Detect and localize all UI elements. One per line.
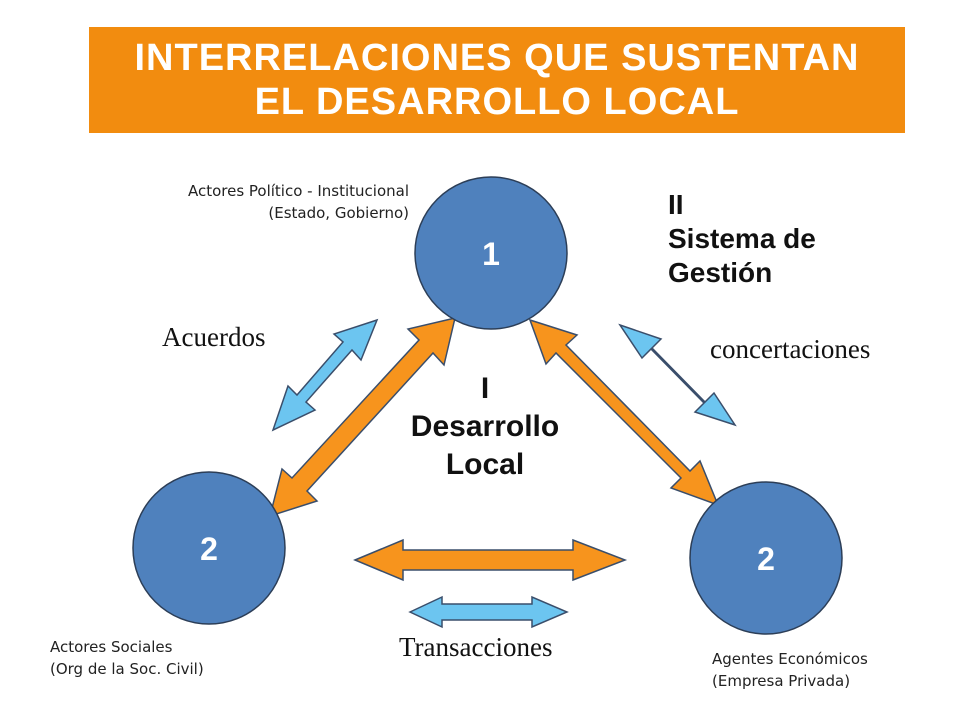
- top-node-caption: Actores Político - Institucional (Estado…: [188, 180, 409, 224]
- top-node-caption-line2: (Estado, Gobierno): [268, 204, 409, 222]
- bottom-right-caption: Agentes Económicos (Empresa Privada): [712, 648, 868, 692]
- node-bottom-left: 2: [132, 471, 286, 625]
- bottom-right-caption-line2: (Empresa Privada): [712, 672, 851, 690]
- arrow-label-transacciones: Transacciones: [399, 632, 553, 662]
- node-top-label: 1: [482, 236, 500, 272]
- arrow-label-concertaciones: concertaciones: [710, 334, 871, 364]
- title-line-1: INTERRELACIONES QUE SUSTENTAN: [134, 37, 860, 79]
- orange-arrow-bottom: [353, 538, 628, 582]
- node-bottom-left-label: 2: [200, 531, 218, 567]
- center-label-line3: Local: [445, 448, 525, 481]
- system-label-line3: Gestión: [668, 257, 773, 288]
- bottom-right-caption-line1: Agentes Económicos: [712, 650, 868, 668]
- title-banner: INTERRELACIONES QUE SUSTENTAN EL DESARRO…: [89, 27, 905, 133]
- top-node-caption-line1: Actores Político - Institucional: [187, 182, 409, 200]
- blue-arrow-bottom: [408, 595, 569, 629]
- bottom-left-caption-line2: (Org de la Soc. Civil): [50, 660, 204, 678]
- node-top: 1: [414, 176, 568, 330]
- system-label-line1: II: [668, 189, 684, 220]
- center-label-line1: I: [480, 372, 490, 405]
- bottom-left-caption: Actores Sociales (Org de la Soc. Civil): [50, 636, 204, 680]
- node-bottom-right-label: 2: [757, 541, 775, 577]
- title-line-2: EL DESARROLLO LOCAL: [254, 81, 740, 123]
- blue-arrow-left: [271, 318, 379, 432]
- bottom-left-caption-line1: Actores Sociales: [50, 638, 173, 656]
- node-bottom-right: 2: [689, 481, 843, 635]
- blue-arrow-right: [618, 323, 737, 427]
- center-label-line2: Desarrollo: [410, 410, 560, 443]
- system-label-line2: Sistema de: [668, 223, 816, 254]
- system-label: II Sistema de Gestión: [668, 188, 816, 290]
- center-label: I Desarrollo Local: [385, 370, 585, 484]
- arrow-label-acuerdos: Acuerdos: [162, 322, 266, 352]
